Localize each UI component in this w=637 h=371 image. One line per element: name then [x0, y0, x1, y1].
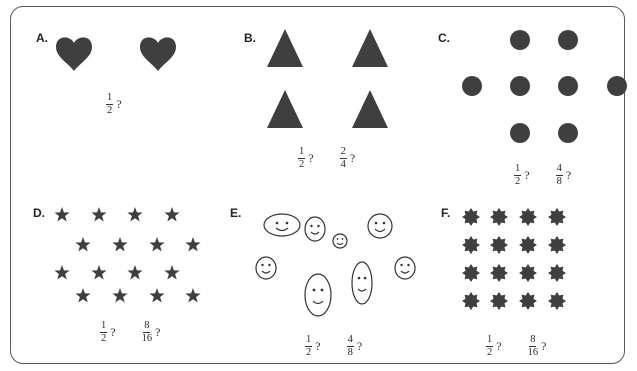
- fraction-question: 8 16 ?: [528, 335, 547, 358]
- fraction: 8 16: [528, 335, 539, 358]
- eight-point-star-icon: [490, 236, 508, 254]
- fraction-question: 1 2 ?: [486, 335, 502, 358]
- denominator: 2: [487, 347, 492, 358]
- eight-point-star-icon: [548, 208, 566, 226]
- eight-point-star-icon: [462, 208, 480, 226]
- numerator: 1: [486, 335, 493, 347]
- fraction-question-group: 1 2 ? 8 16 ?: [486, 335, 546, 358]
- eight-point-star-icon: [490, 292, 508, 310]
- eight-point-star-icon: [519, 236, 537, 254]
- fraction: 1 2: [486, 335, 493, 358]
- denominator: 16: [528, 347, 539, 358]
- eight-point-star-icon: [519, 264, 537, 282]
- question-mark: ?: [496, 339, 501, 354]
- eight-point-star-icon: [462, 264, 480, 282]
- eight-point-star-icon: [462, 236, 480, 254]
- eight-point-star-icon: [519, 208, 537, 226]
- eight-point-star-icon: [490, 264, 508, 282]
- eight-point-star-icon: [548, 292, 566, 310]
- eight-point-star-icon: [548, 264, 566, 282]
- eight-point-star-icon: [519, 292, 537, 310]
- eight-point-star-icon: [462, 292, 480, 310]
- eight-point-star-icon: [548, 236, 566, 254]
- question-mark: ?: [541, 339, 546, 354]
- eight-point-star-icon: [490, 208, 508, 226]
- numerator: 8: [529, 335, 536, 347]
